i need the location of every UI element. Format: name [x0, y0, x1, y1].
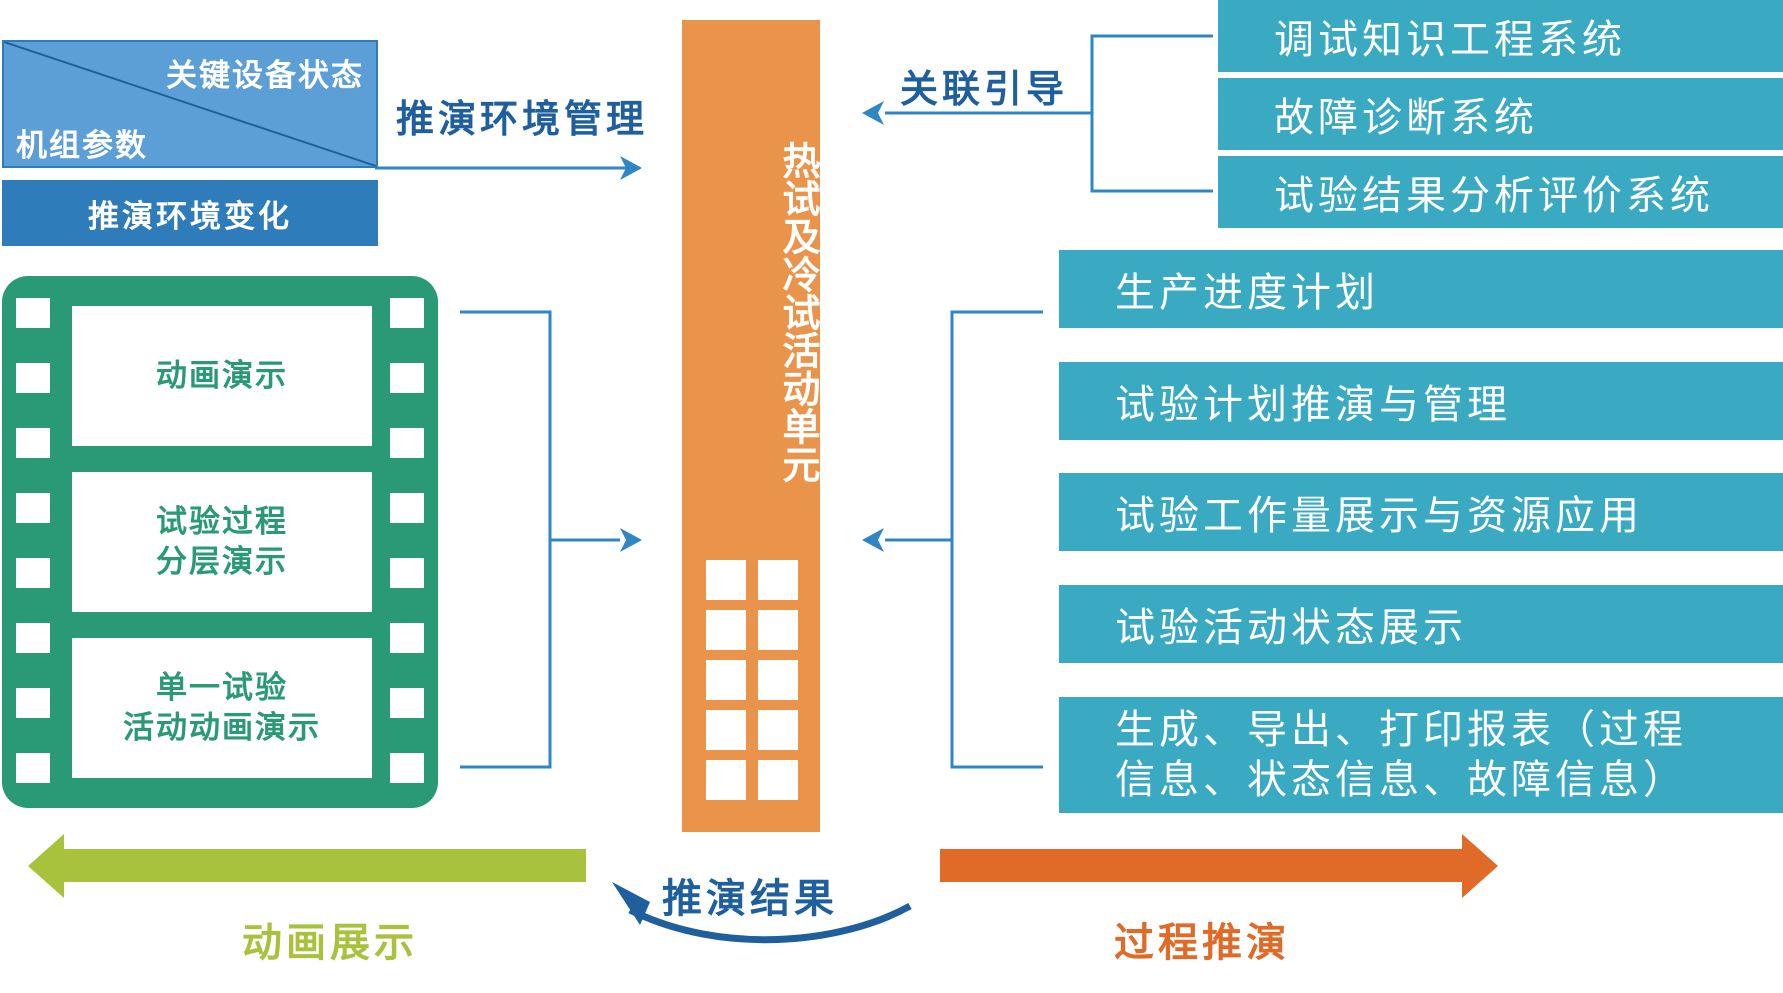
film-hole: [390, 428, 424, 458]
animation-big-arrow: [28, 834, 586, 898]
film-strip: 动画演示 试验过程分层演示 单一试验活动动画演示: [2, 276, 438, 808]
result-curve-arrow: [628, 902, 912, 944]
env-change-label: 推演环境变化: [88, 198, 292, 235]
system-box-knowledge: 调试知识工程系统: [1218, 0, 1783, 72]
film-bracket: [460, 310, 620, 769]
film-hole: [16, 753, 50, 783]
result-label: 推演结果: [662, 876, 838, 922]
film-panel-single-activity: 单一试验活动动画演示: [72, 638, 372, 778]
process-deduction-label: 过程推演: [1114, 920, 1290, 966]
systems-bracket: [885, 34, 1213, 193]
key-device-status-label: 关键设备状态: [166, 58, 364, 94]
diagonal-divider: [4, 42, 376, 166]
process-big-arrow: [940, 834, 1498, 898]
film-arrowhead: [620, 528, 642, 552]
system-box-result-evaluation: 试验结果分析评价系统: [1218, 156, 1783, 228]
film-hole: [390, 753, 424, 783]
film-hole: [390, 558, 424, 588]
building-windows-icon: [706, 560, 798, 810]
functions-arrowhead: [862, 528, 884, 552]
systems-arrowhead: [862, 101, 884, 125]
center-unit-column: 热试及冷试活动单元: [682, 20, 820, 832]
functions-bracket: [885, 310, 1043, 769]
film-hole: [16, 428, 50, 458]
film-panel-animation: 动画演示: [72, 306, 372, 446]
center-unit-label: 热试及冷试活动单元: [776, 141, 820, 483]
film-hole: [390, 298, 424, 328]
env-change-box: 推演环境变化: [2, 180, 378, 246]
function-box-production-plan: 生产进度计划: [1059, 250, 1783, 328]
film-panel-layered: 试验过程分层演示: [72, 472, 372, 612]
film-hole: [16, 688, 50, 718]
function-box-test-plan: 试验计划推演与管理: [1059, 362, 1783, 440]
film-hole: [390, 688, 424, 718]
unit-params-box: 关键设备状态 机组参数: [2, 40, 378, 168]
env-mgmt-arrowhead: [620, 156, 642, 180]
film-hole: [390, 363, 424, 393]
result-curve-arrowhead: [612, 882, 650, 925]
system-box-fault-diagnosis: 故障诊断系统: [1218, 78, 1783, 150]
env-mgmt-label: 推演环境管理: [396, 97, 649, 141]
unit-params-label: 机组参数: [16, 128, 148, 164]
relation-guidance-label: 关联引导: [900, 67, 1069, 111]
film-hole: [16, 363, 50, 393]
function-box-activity-status: 试验活动状态展示: [1059, 585, 1783, 663]
film-hole: [16, 493, 50, 523]
film-hole: [390, 623, 424, 653]
film-hole: [16, 623, 50, 653]
film-hole: [16, 558, 50, 588]
function-box-workload: 试验工作量展示与资源应用: [1059, 473, 1783, 551]
film-hole: [16, 298, 50, 328]
film-hole: [390, 493, 424, 523]
animation-display-label: 动画展示: [242, 920, 418, 966]
function-box-reports: 生成、导出、打印报表（过程 信息、状态信息、故障信息）: [1059, 697, 1783, 813]
